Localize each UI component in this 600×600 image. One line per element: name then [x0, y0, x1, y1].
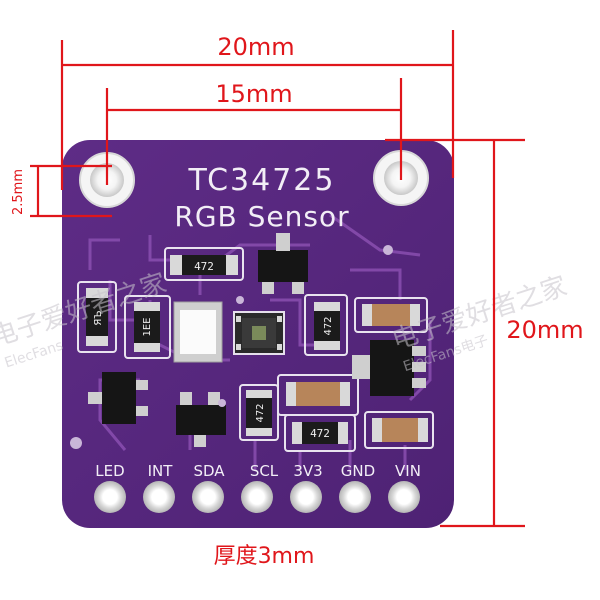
header-pads	[94, 481, 420, 513]
svg-text:ЯЪ: ЯЪ	[93, 310, 104, 325]
capacitor-bottom-right	[372, 418, 428, 442]
pad-3v3	[290, 481, 322, 513]
pin-label-3v3: 3V3	[293, 462, 322, 480]
capacitor-top-right	[362, 304, 420, 326]
pad-led	[94, 481, 126, 513]
hole-offset-label: 2.5mm	[11, 169, 26, 215]
transistor-top	[258, 233, 308, 294]
pin-label-scl: SCL	[250, 462, 279, 480]
pin-labels: LED INT SDA SCL 3V3 GND VIN	[95, 462, 421, 480]
pad-scl	[241, 481, 273, 513]
svg-text:472: 472	[194, 260, 214, 273]
resistor-472-top: 472	[170, 255, 238, 275]
board-subtitle: RGB Sensor	[174, 200, 349, 233]
rgb-sensor-chip	[233, 311, 285, 355]
pin-label-led: LED	[95, 462, 124, 480]
pad-vin	[388, 481, 420, 513]
silkscreen-outlines	[77, 247, 434, 452]
thickness-label: 厚度3mm	[214, 544, 315, 569]
height-label: 20mm	[506, 316, 583, 344]
hole-spacing-label: 15mm	[215, 80, 292, 108]
white-led	[173, 301, 223, 363]
resistor-472-right: 472	[314, 302, 340, 350]
transistor-left	[88, 372, 148, 424]
svg-text:472: 472	[323, 316, 334, 335]
pin-label-vin: VIN	[395, 462, 421, 480]
transistor-middle	[176, 392, 226, 447]
dimension-lines	[30, 30, 525, 528]
width-label: 20mm	[217, 33, 294, 61]
svg-text:1EE: 1EE	[142, 318, 153, 337]
vias	[70, 245, 393, 449]
pad-sda	[192, 481, 224, 513]
voltage-regulator	[352, 340, 426, 396]
resistor-1ee: 1EE	[134, 302, 160, 352]
capacitor-middle	[286, 382, 350, 406]
pin-label-gnd: GND	[341, 462, 375, 480]
svg-text:472: 472	[310, 427, 330, 440]
board-title: TC34725	[188, 163, 336, 198]
pin-label-int: INT	[148, 462, 174, 480]
resistor-left-vertical: ЯЪ	[86, 288, 108, 346]
pad-gnd	[339, 481, 371, 513]
pad-int	[143, 481, 175, 513]
resistor-472-mid: 472	[246, 390, 272, 436]
svg-text:472: 472	[255, 403, 266, 422]
pin-label-sda: SDA	[193, 462, 225, 480]
resistor-472-bottom: 472	[292, 422, 348, 444]
